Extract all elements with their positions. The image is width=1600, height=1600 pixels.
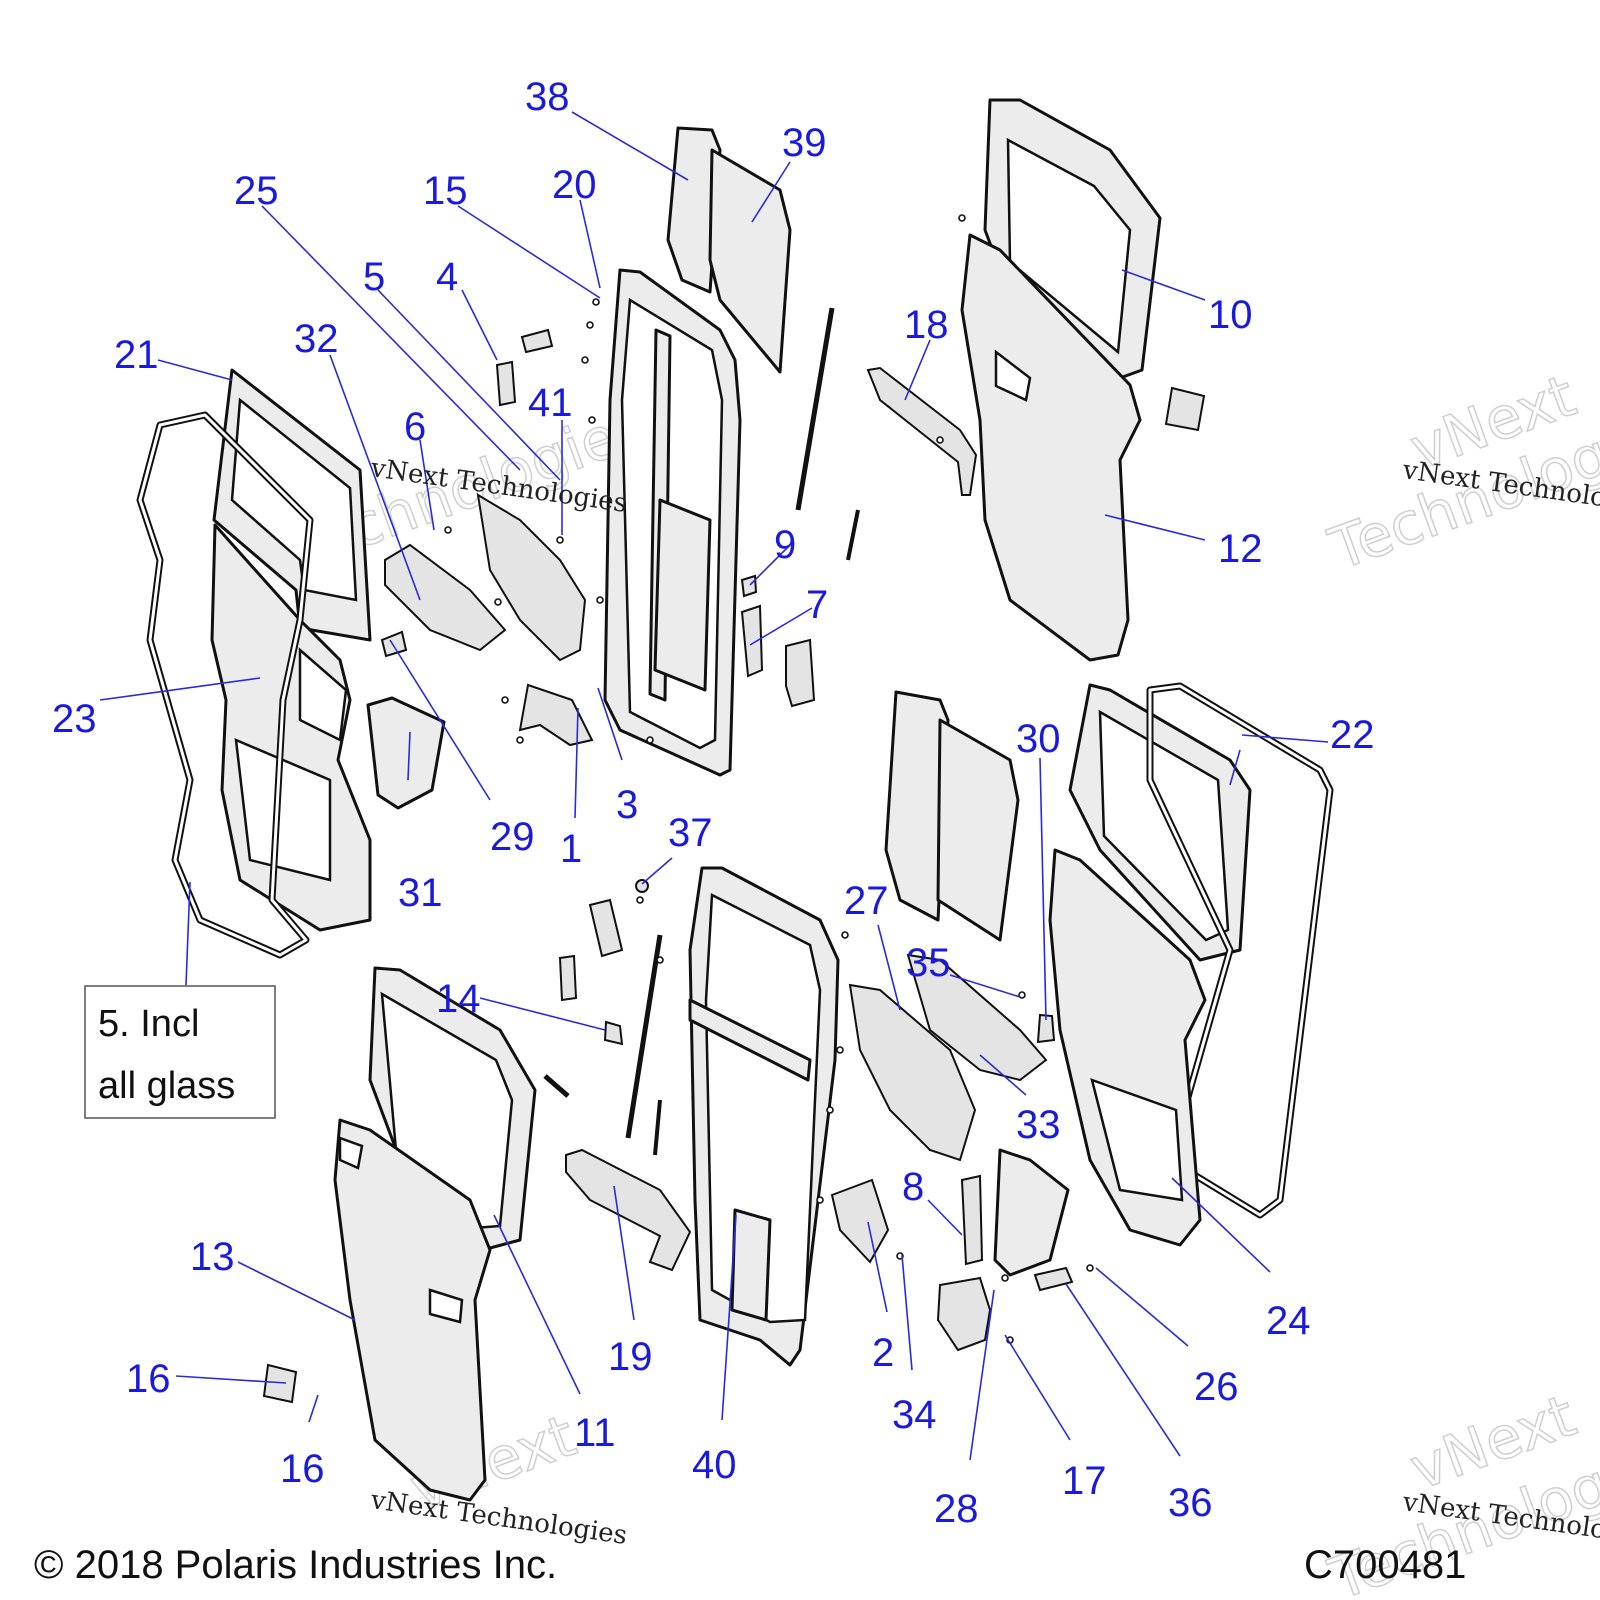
- part-5-door-seal: [136, 411, 314, 959]
- part-rod-rear-upper: [625, 934, 663, 1139]
- callout-1: 1: [560, 827, 582, 871]
- part-rear-handle-small: [558, 954, 578, 1002]
- part-rod-lower: [846, 509, 860, 561]
- note-box: 5. Incl all glass: [84, 985, 276, 1119]
- callout-35: 35: [906, 941, 951, 985]
- part-4-handle: [495, 360, 517, 407]
- part-28-latch-housing: [936, 1276, 992, 1352]
- callout-24: 24: [1266, 1299, 1311, 1343]
- part-1-hinge-plate: [518, 683, 594, 747]
- callout-20: 20: [552, 163, 597, 207]
- part-4-handle-top: [520, 328, 554, 354]
- part-rod-upper: [795, 307, 835, 511]
- part-23-inner-door-panel: [210, 523, 372, 932]
- callout-37: 37: [668, 811, 713, 855]
- callout-28: 28: [934, 1487, 979, 1531]
- part-22-rear-door-seal: [1146, 682, 1334, 1219]
- callout-27: 27: [844, 879, 889, 923]
- part-24-inner-rear-panel: [1048, 848, 1207, 1247]
- callout-3: 3: [616, 783, 638, 827]
- callout-5: 5: [363, 255, 385, 299]
- part-40-rear-door-frame: [688, 866, 840, 1367]
- callout-38: 38: [525, 75, 570, 119]
- callout-12: 12: [1218, 527, 1263, 571]
- part-2-hinge-plate: [830, 1178, 890, 1264]
- part-rod-rear-small: [543, 1074, 570, 1098]
- callout-32: 32: [294, 317, 339, 361]
- callout-9: 9: [774, 523, 796, 567]
- copyright-text: © 2018 Polaris Industries Inc.: [34, 1543, 557, 1587]
- part-8-latch: [960, 1174, 984, 1266]
- callout-40: 40: [692, 1443, 737, 1487]
- callout-14: 14: [436, 977, 481, 1021]
- callout-labels: 38 39 25 15 20 5 4 32 21 41 6 18 10 12 9…: [52, 75, 1375, 1531]
- callout-7: 7: [806, 583, 828, 627]
- part-rear-glass-right: [936, 718, 1020, 942]
- callout-22: 22: [1330, 713, 1375, 757]
- part-27-plate: [848, 983, 977, 1162]
- callout-41: 41: [528, 381, 573, 425]
- part-13-outer-rear-panel: [333, 1118, 492, 1502]
- callout-6: 6: [404, 405, 426, 449]
- callout-16b: 16: [280, 1447, 325, 1491]
- part-31-storage-pocket: [366, 696, 446, 810]
- callout-26: 26: [1194, 1365, 1239, 1409]
- note-line-1: 5. Incl: [98, 1003, 199, 1045]
- leader-lines: [99, 111, 1329, 1461]
- callout-31: 31: [398, 871, 443, 915]
- part-32-bracket: [384, 543, 507, 652]
- part-25-regulator-plate: [476, 493, 587, 662]
- part-11-outer-frame: [368, 966, 537, 1250]
- callout-39: 39: [782, 121, 827, 165]
- callout-19: 19: [608, 1335, 653, 1379]
- part-12-outer-door-panel: [960, 233, 1142, 662]
- callout-11: 11: [574, 1411, 616, 1455]
- callout-10: 10: [1208, 293, 1253, 337]
- fastener-group: [444, 214, 1094, 1344]
- part-37-grommet: [635, 879, 649, 893]
- part-handle-outer-upper: [1164, 386, 1206, 432]
- callout-16a: 16: [126, 1357, 171, 1401]
- callout-17: 17: [1062, 1459, 1107, 1503]
- callout-23: 23: [52, 697, 97, 741]
- part-29-clip: [380, 630, 408, 658]
- part-hinge-rear-upper: [588, 898, 624, 958]
- part-39-glass-panel: [708, 148, 792, 374]
- part-rear-glass-left: [884, 690, 950, 922]
- part-10-outer-frame: [983, 98, 1162, 380]
- callout-30: 30: [1016, 717, 1061, 761]
- part-30-latch-strap: [1036, 1013, 1056, 1044]
- callout-33: 33: [1016, 1103, 1061, 1147]
- callout-2: 2: [872, 1331, 894, 1375]
- part-36-spring: [1033, 1266, 1074, 1292]
- part-rod-rear-lower: [653, 1099, 662, 1156]
- part-front-door-frame: [603, 268, 742, 777]
- callout-4: 4: [436, 255, 458, 299]
- callout-21: 21: [114, 333, 159, 377]
- part-16-handle: [262, 1363, 298, 1404]
- part-rear-pocket: [993, 1148, 1070, 1277]
- part-18-trim-strip: [866, 366, 978, 496]
- callout-8: 8: [902, 1165, 924, 1209]
- part-9-latch: [740, 574, 758, 598]
- callout-34: 34: [892, 1393, 937, 1437]
- callout-13: 13: [190, 1235, 235, 1279]
- note-line-2: all glass: [98, 1065, 235, 1107]
- callout-15: 15: [423, 169, 468, 213]
- diagram-code: C700481: [1304, 1543, 1466, 1587]
- callout-36: 36: [1168, 1481, 1213, 1525]
- part-7-latch: [740, 604, 764, 678]
- part-38-glass-panel: [666, 126, 722, 294]
- part-33-regulator-bracket: [906, 953, 1048, 1082]
- part-14-handle: [603, 1020, 624, 1046]
- callout-29: 29: [490, 815, 535, 859]
- callout-25: 25: [234, 169, 279, 213]
- callout-18: 18: [904, 303, 949, 347]
- part-7-striker: [785, 638, 816, 708]
- part-19-trim-strip: [565, 1148, 692, 1272]
